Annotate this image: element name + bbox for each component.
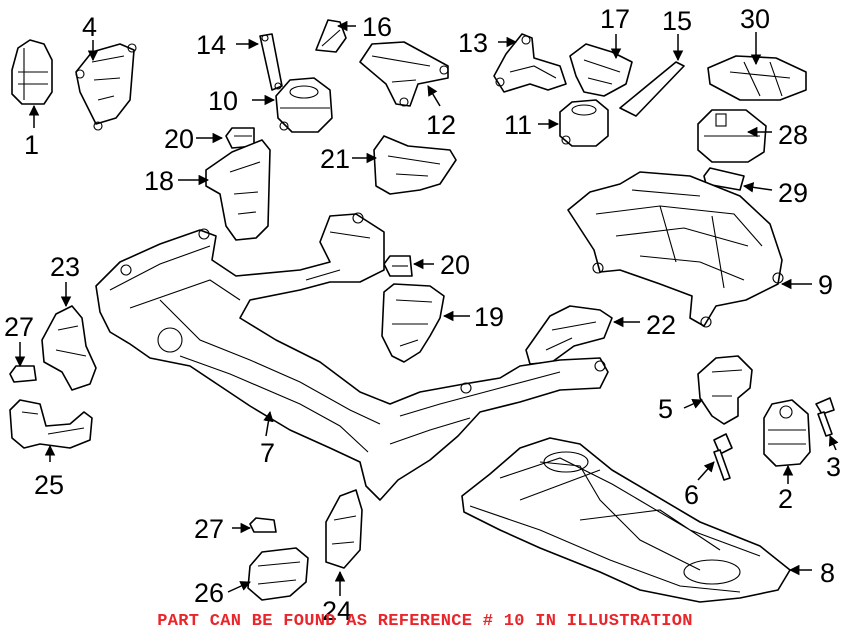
part-bracket-4 [75,43,137,131]
callout-10: 10 [208,86,238,116]
callout-5: 5 [658,394,673,424]
part-bolt-6 [713,433,733,481]
part-bracket-18 [205,139,271,241]
part-bracket-21 [373,135,457,195]
part-engine-mount-1 [11,39,53,105]
callout-21: 21 [320,144,350,174]
callout-8: 8 [820,558,835,588]
callout-9: 9 [818,270,833,300]
callout-20: 20 [164,124,194,154]
part-clip-27-bottom [249,517,277,533]
part-strut-14 [259,33,283,91]
callout-24: 24 [322,596,352,626]
callout-1: 1 [24,130,39,160]
callout-29: 29 [778,178,808,208]
callout-2: 2 [778,484,793,514]
callout-3: 3 [826,452,841,482]
part-frame-8 [461,437,791,603]
callout-18: 18 [144,166,174,196]
part-clip-27-left [9,365,37,383]
part-bracket-25 [9,399,93,449]
callout-26: 26 [194,578,224,608]
callout-14: 14 [196,30,226,60]
part-bracket-5 [697,355,753,425]
part-bracket-22 [525,305,613,365]
callout-19: 19 [474,302,504,332]
part-mount-plate-30 [707,55,807,101]
callout-11: 11 [504,110,532,140]
callout-23: 23 [50,252,80,282]
callout-16: 16 [362,12,392,42]
part-engine-mount-28 [697,109,767,163]
callout-28: 28 [778,120,808,150]
part-engine-mount-10 [275,77,333,133]
part-bracket-19 [381,283,445,363]
callout-30: 30 [740,4,770,34]
part-subframe-7 [95,212,609,501]
callout-4: 4 [82,12,97,42]
part-strap-15 [619,61,685,117]
callout-27: 27 [194,514,224,544]
part-stop-20-upper [225,127,255,149]
callout-17: 17 [600,4,630,34]
callout-7: 7 [260,438,275,468]
callout-12: 12 [426,110,456,140]
part-bracket-16 [315,19,347,53]
part-bracket-12 [359,41,449,107]
callout-15: 15 [662,6,692,36]
part-bracket-23 [41,305,97,391]
part-subframe-9 [567,171,784,328]
callout-20: 20 [440,250,470,280]
part-engine-mount-11 [559,99,609,147]
part-stop-20-lower [383,255,413,277]
part-bracket-24 [325,489,363,569]
reference-caption: PART CAN BE FOUND AS REFERENCE # 10 IN I… [157,612,693,631]
callout-numbers: 1 2 3 4 5 6 7 8 9 10 11 12 13 14 15 16 1… [4,4,841,626]
callout-25: 25 [34,470,64,500]
callout-22: 22 [646,310,676,340]
part-bolt-3 [815,397,835,437]
part-heat-shield-17 [569,43,633,97]
callout-6: 6 [684,480,699,510]
callout-27: 27 [4,312,34,342]
callout-13: 13 [458,28,488,58]
part-engine-mount-2 [763,399,811,467]
leader-lines [14,20,839,596]
part-bracket-26 [247,547,309,601]
